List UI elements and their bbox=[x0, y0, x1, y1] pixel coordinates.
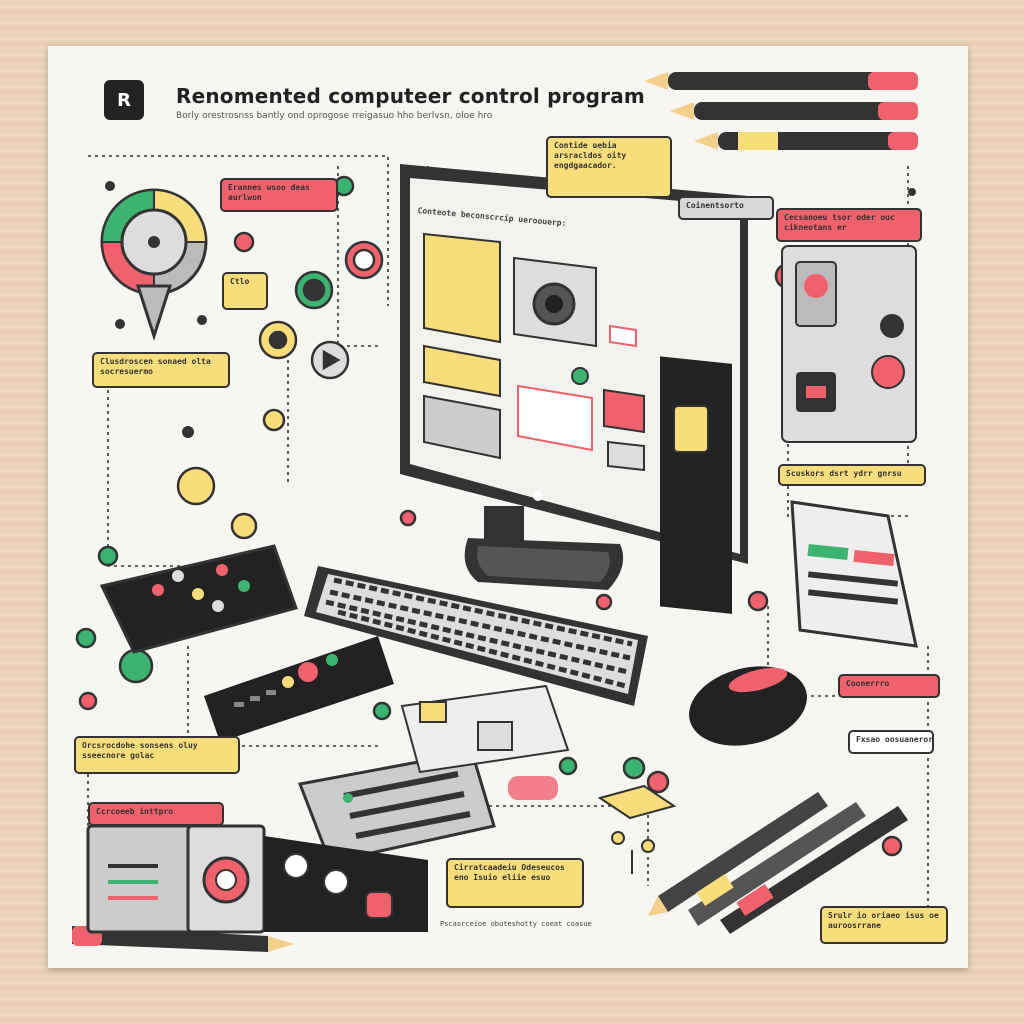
dial-gauge-icon bbox=[100, 188, 208, 341]
speech-bubble-callout: Contide uebia arsracldos oity engdgaacad… bbox=[546, 136, 672, 198]
monitor-icon bbox=[400, 164, 748, 614]
decorative-marks bbox=[105, 181, 916, 438]
gear-badge-icon bbox=[597, 784, 677, 874]
bottom-caption: Pscasrceioe obuteshotty coeat coasue bbox=[440, 920, 592, 928]
bottom-left-yellow-label: Orcsrocdohe sonsens oluy sseecnore golac bbox=[74, 736, 240, 774]
top-left-red-label: Erannes wsoo deas aurlwon bbox=[220, 178, 338, 212]
logo-badge: R bbox=[104, 80, 144, 120]
right-panel-frames bbox=[781, 245, 918, 648]
remote-control-icon bbox=[204, 636, 394, 742]
gamepad-icon bbox=[99, 544, 298, 654]
keyboard-icon bbox=[304, 566, 648, 706]
small-yellow-label: Ctlo bbox=[222, 272, 268, 310]
red-button-label[interactable]: Coonerrro bbox=[838, 674, 940, 698]
tablet-icon bbox=[297, 750, 558, 864]
poster-title: Renomented computeer control program bbox=[176, 84, 645, 108]
right-title-label: Scuskors dsrt ydrr gnrsu bbox=[778, 464, 926, 486]
bottom-left-device bbox=[86, 824, 428, 934]
right-red-label: Cecsanoeu tsor oder ouc cikneotans er bbox=[776, 208, 922, 242]
right-speech-label: Fxsao oosuaneror bbox=[848, 730, 934, 754]
mouse-icon bbox=[689, 666, 807, 746]
illustration-canvas bbox=[72, 72, 929, 952]
document-card-icon bbox=[400, 684, 570, 774]
top-right-grey-label: Coinentsorto bbox=[678, 196, 774, 220]
poster-subtitle: Borly orestrosnss bantly ond oprogose rr… bbox=[176, 111, 493, 121]
poster: R Renomented computeer control program B… bbox=[48, 46, 968, 968]
bottom-yellow-list: Cirratcaadeiu Odeseucos eno Isuio eliie … bbox=[446, 858, 584, 908]
pencils-top-icon bbox=[644, 72, 918, 150]
bottom-left-red-button[interactable]: Ccrcoeeb inttpro bbox=[88, 802, 224, 826]
left-yellow-label: Clusdroscen sonaed olta socresuermo bbox=[92, 352, 230, 388]
bottom-right-yellow-label: Srulr io oriaeo isus oe auroosrrane bbox=[820, 906, 948, 944]
